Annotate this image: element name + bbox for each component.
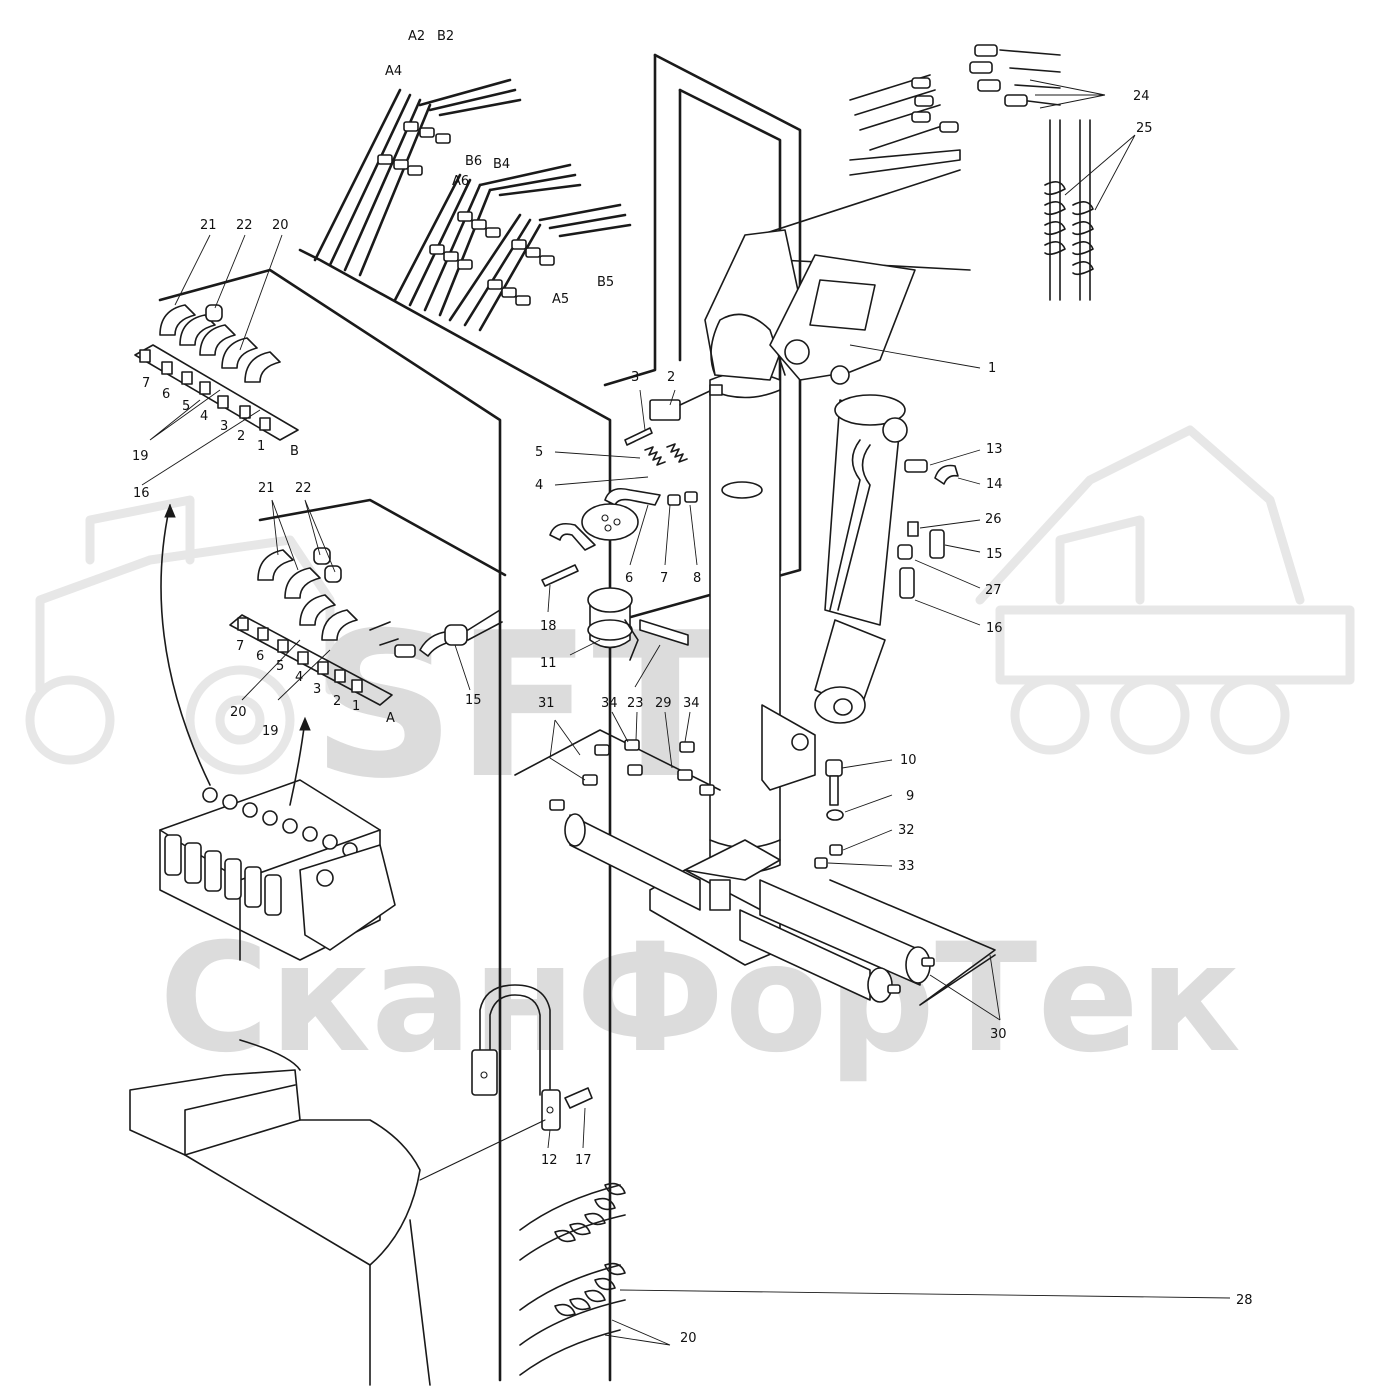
label-34-left: 34 [601, 696, 618, 711]
watermark-forwarder-right [975, 425, 1355, 755]
label-b2: B2 [437, 29, 454, 44]
label-17: 17 [575, 1153, 592, 1168]
label-29: 29 [655, 696, 672, 711]
label-22-top: 22 [236, 218, 253, 233]
fitting-group-24 [911, 44, 1028, 133]
label-31: 31 [538, 696, 555, 711]
label-port-a-1: 1 [352, 699, 360, 714]
label-8: 8 [693, 571, 701, 586]
label-24: 24 [1133, 89, 1150, 104]
label-30: 30 [990, 1027, 1007, 1042]
label-port-b: B [290, 444, 299, 459]
label-port-b-2: 2 [237, 429, 245, 444]
label-32: 32 [898, 823, 915, 838]
valve-ports-top [202, 787, 358, 858]
cab-body [129, 1039, 546, 1386]
label-a2: A2 [408, 29, 425, 44]
label-13: 13 [986, 442, 1003, 457]
label-10: 10 [900, 753, 917, 768]
label-21-middle: 21 [258, 481, 275, 496]
label-27: 27 [985, 583, 1002, 598]
label-20-bottom: 20 [680, 1331, 697, 1346]
leader-lines [141, 79, 1231, 1346]
label-a4: A4 [385, 64, 402, 79]
label-15-left: 15 [465, 693, 482, 708]
label-14: 14 [986, 477, 1003, 492]
small-parts [541, 384, 959, 994]
label-15-right: 15 [986, 547, 1003, 562]
label-21-top: 21 [200, 218, 217, 233]
label-port-a-7: 7 [236, 639, 244, 654]
label-33: 33 [898, 859, 915, 874]
label-16-left: 16 [133, 486, 150, 501]
label-28: 28 [1236, 1293, 1253, 1308]
fitting-group-a6 [429, 211, 501, 270]
label-port-a: A [386, 711, 395, 726]
fitting-group-a4 [377, 121, 451, 176]
label-18: 18 [540, 619, 557, 634]
port-block-b [134, 304, 299, 441]
label-11: 11 [540, 656, 557, 671]
bottom-spiral-hoses [519, 1182, 626, 1376]
top-fittings [377, 44, 1028, 306]
label-16-right: 16 [986, 621, 1003, 636]
label-4: 4 [535, 478, 543, 493]
valve-spools [164, 834, 282, 916]
label-port-a-5: 5 [276, 659, 284, 674]
label-20-top: 20 [272, 218, 289, 233]
hose-runs [158, 49, 1091, 1382]
fitting-group-a5 [487, 239, 555, 306]
label-port-a-2: 2 [333, 694, 341, 709]
label-port-b-4: 4 [200, 409, 208, 424]
hose-assembly-15-left [369, 609, 503, 658]
watermark: SFT СканФорТек [25, 425, 1355, 1086]
label-port-a-4: 4 [295, 670, 303, 685]
label-a6: A6 [452, 174, 469, 189]
label-port-a-6: 6 [256, 649, 264, 664]
label-a5: A5 [552, 292, 569, 307]
label-port-b-1: 1 [257, 439, 265, 454]
port-block-a [229, 547, 503, 706]
label-port-b-6: 6 [162, 387, 170, 402]
label-19-top: 19 [132, 449, 149, 464]
pointer-arrows [160, 503, 311, 806]
label-20-middle: 20 [230, 705, 247, 720]
callout-labels: 1 2 3 4 5 6 7 8 9 10 11 12 13 14 15 15 1… [132, 29, 1253, 1346]
u-bracket [471, 984, 593, 1131]
spiral-guards [1044, 181, 1094, 276]
port-plugs-a [237, 617, 363, 693]
label-b6: B6 [465, 154, 482, 169]
port-plugs-b [139, 349, 271, 431]
elbow-fittings-a [257, 547, 358, 641]
label-b4: B4 [493, 157, 510, 172]
label-6: 6 [625, 571, 633, 586]
lift-cylinder [814, 394, 908, 724]
label-2: 2 [667, 370, 675, 385]
watermark-tractor-left [25, 495, 335, 775]
label-23: 23 [627, 696, 644, 711]
control-valve-block [159, 779, 396, 961]
label-34-right: 34 [683, 696, 700, 711]
elbow-fittings-b [159, 304, 281, 383]
label-3: 3 [631, 370, 639, 385]
crane-column [514, 229, 996, 1006]
label-port-b-7: 7 [142, 376, 150, 391]
label-22-middle: 22 [295, 481, 312, 496]
label-7: 7 [660, 571, 668, 586]
label-26: 26 [985, 512, 1002, 527]
label-b5: B5 [597, 275, 614, 290]
label-25: 25 [1136, 121, 1153, 136]
label-12: 12 [541, 1153, 558, 1168]
label-9: 9 [906, 789, 914, 804]
label-19-bottom: 19 [262, 724, 279, 739]
label-port-a-3: 3 [313, 682, 321, 697]
label-5: 5 [535, 445, 543, 460]
label-1: 1 [988, 361, 996, 376]
label-port-b-5: 5 [182, 399, 190, 414]
label-port-b-3: 3 [220, 419, 228, 434]
